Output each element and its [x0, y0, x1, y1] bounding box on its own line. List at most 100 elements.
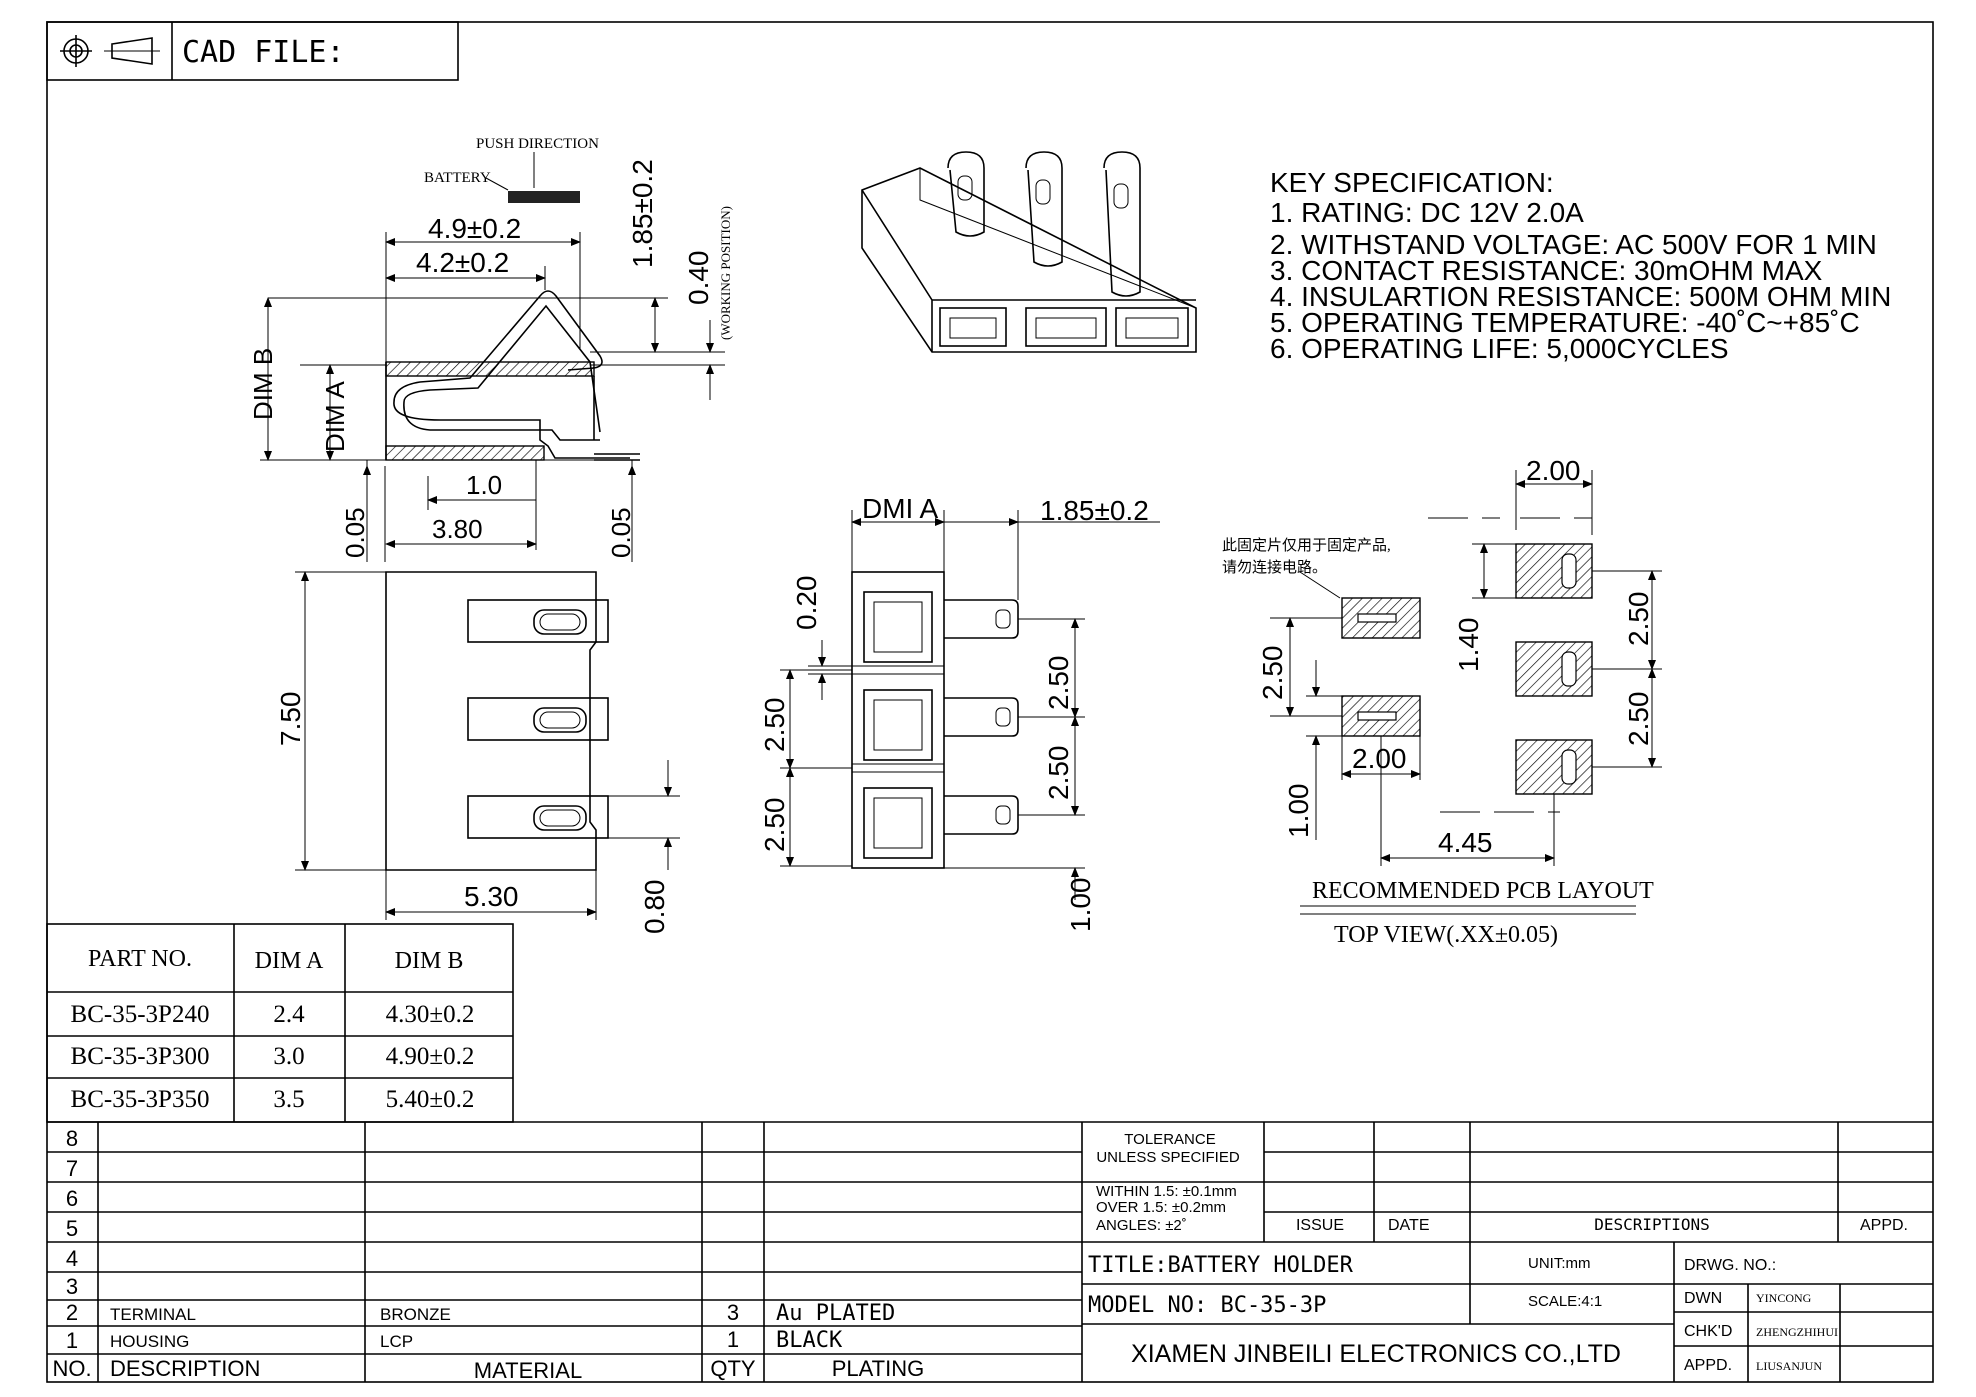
bom-row-number-4: 4 [66, 1246, 78, 1271]
pcb-caption: RECOMMENDED PCB LAYOUT [1312, 878, 1654, 904]
part-row-1-dim-b: 4.30±0.2 [386, 1001, 475, 1028]
bom-row-number-8: 8 [66, 1126, 78, 1151]
bom-table: 8 7 6 5 4 3 2 1 TERMINAL BRONZE 3 Au PLA… [47, 1121, 1933, 1383]
dim-2.50-left-1: 2.50 [759, 698, 790, 753]
drawing-number-label: DRWG. NO.: [1684, 1257, 1776, 1274]
iso-contact-1 [947, 151, 985, 237]
working-position-label: (WORKING POSITION) [718, 206, 733, 340]
front-view: DMI A 1.85±0.2 0.20 2.50 2.50 2.50 2.50 … [759, 493, 1160, 932]
bom-footer-material: MATERIAL [474, 1358, 582, 1383]
housing-bottom-wall [385, 445, 545, 461]
bom-row-number-5: 5 [66, 1216, 78, 1241]
tolerance-within: WITHIN 1.5: ±0.1mm [1096, 1183, 1237, 1200]
unless-specified-label: UNLESS SPECIFIED [1096, 1149, 1240, 1166]
tolerance-angles: ANGLES: ±2˚ [1096, 1217, 1187, 1234]
dim-7.50: 7.50 [275, 692, 306, 747]
sheet-border [46, 21, 1934, 1383]
descriptions-header: DESCRIPTIONS [1594, 1215, 1710, 1234]
date-header: DATE [1388, 1217, 1429, 1234]
part-row-3-dim-a: 3.5 [273, 1086, 304, 1113]
bom-item-1-description: HOUSING [110, 1332, 189, 1351]
dim-1.00-front: 1.00 [1065, 878, 1096, 933]
dim-1.85-front: 1.85±0.2 [1040, 495, 1149, 526]
pcb-note-line-2: 请勿连接电路。 [1222, 559, 1327, 576]
chkd-name: ZHENGZHIHUI [1756, 1325, 1838, 1339]
dim-0.80: 0.80 [639, 880, 670, 935]
bom-row-number-3: 3 [66, 1274, 78, 1299]
push-direction-label: PUSH DIRECTION [476, 136, 599, 152]
part-table-header-part-no: PART NO. [88, 946, 192, 972]
bom-footer-description: DESCRIPTION [110, 1356, 260, 1381]
housing-outline [385, 571, 597, 871]
pcb-pad-3 [1515, 739, 1593, 795]
part-row-2-dim-a: 3.0 [273, 1043, 304, 1070]
dim-2.50-right-2: 2.50 [1043, 746, 1074, 801]
bom-footer-qty: QTY [710, 1356, 756, 1381]
pcb-dim-2.00-mid: 2.00 [1352, 743, 1407, 774]
bom-item-1-material: LCP [380, 1332, 413, 1351]
unit-label: UNIT:mm [1528, 1255, 1591, 1272]
pcb-view-label: TOP VIEW(.XX±0.05) [1334, 922, 1558, 948]
bom-item-2-plating: Au PLATED [776, 1301, 895, 1326]
part-row-1-no: BC-35-3P240 [71, 1001, 210, 1028]
iso-contact-3 [1103, 151, 1141, 297]
dwn-name: YINCONG [1756, 1291, 1812, 1305]
tolerance-label: TOLERANCE [1124, 1131, 1215, 1148]
bom-row-number-2: 2 [66, 1300, 78, 1325]
isometric-view [861, 151, 1197, 353]
spring-contact-outer [393, 290, 630, 459]
pcb-layout: 此固定片仅用于固定产品, 请勿连接电路。 2.00 1.40 2.50 [1222, 455, 1662, 948]
dim-4.2: 4.2±0.2 [416, 247, 509, 278]
bottom-view: 7.50 5.30 0.80 [275, 571, 680, 935]
spec-item-2: 2. WITHSTAND VOLTAGE: AC 500V FOR 1 MIN [1270, 229, 1877, 260]
part-table: PART NO. DIM A DIM B BC-35-3P240 2.4 4.3… [46, 923, 514, 1123]
pcb-dim-2.50-right-1: 2.50 [1623, 592, 1654, 647]
part-table-header-dim-b: DIM B [395, 948, 464, 974]
dim-4.9: 4.9±0.2 [428, 213, 521, 244]
terminal-2 [467, 697, 609, 741]
key-specification: KEY SPECIFICATION: 1. RATING: DC 12V 2.0… [1270, 167, 1891, 364]
company-name: XIAMEN JINBEILI ELECTRONICS CO.,LTD [1131, 1340, 1621, 1368]
pcb-dim-2.00-top: 2.00 [1526, 455, 1581, 486]
pcb-note-line-1: 此固定片仅用于固定产品, [1222, 537, 1391, 554]
bom-footer-no: NO. [52, 1356, 91, 1381]
part-row-3-no: BC-35-3P350 [71, 1086, 210, 1113]
dim-b-label: DIM B [248, 348, 278, 420]
pcb-dim-1.00: 1.00 [1283, 784, 1314, 839]
bom-item-2-material: BRONZE [380, 1305, 451, 1324]
dim-0.05-right: 0.05 [606, 507, 636, 558]
bom-footer-plating: PLATING [832, 1356, 925, 1381]
battery-label: BATTERY [424, 170, 491, 186]
bom-row-number-1: 1 [66, 1328, 78, 1353]
tolerance-over: OVER 1.5: ±0.2mm [1096, 1199, 1226, 1216]
appd-header: APPD. [1860, 1217, 1908, 1234]
issue-header: ISSUE [1296, 1217, 1344, 1234]
spec-item-5: 5. OPERATING TEMPERATURE: -40˚C~+85˚C [1270, 307, 1860, 338]
title-block: TOLERANCE UNLESS SPECIFIED WITHIN 1.5: ±… [1082, 1122, 1933, 1382]
dmi-a-label: DMI A [862, 493, 939, 524]
bom-item-1-plating: BLACK [776, 1328, 843, 1353]
dim-3.80: 3.80 [432, 514, 483, 544]
dim-1.85: 1.85±0.2 [627, 159, 658, 268]
projection-icon [104, 37, 160, 65]
part-row-1-dim-a: 2.4 [273, 1001, 305, 1028]
bom-row-number-6: 6 [66, 1186, 78, 1211]
model-number: MODEL NO: BC-35-3P [1088, 1293, 1326, 1318]
crosshair-icon [60, 35, 92, 67]
pcb-pad-1 [1515, 543, 1593, 599]
terminal-1 [467, 599, 609, 643]
dim-0.40: 0.40 [683, 251, 714, 306]
pcb-dim-1.40: 1.40 [1453, 618, 1484, 673]
bom-item-2-qty: 3 [727, 1300, 739, 1325]
scale-label: SCALE:4:1 [1528, 1293, 1602, 1310]
dwn-label: DWN [1684, 1290, 1722, 1307]
drawing-title: TITLE:BATTERY HOLDER [1088, 1253, 1354, 1278]
side-view: PUSH DIRECTION BATTERY 4.9±0.2 4.2±0.2 1… [248, 136, 733, 562]
dim-a-label: DIM A [320, 381, 350, 452]
part-row-2-no: BC-35-3P300 [71, 1043, 210, 1070]
pcb-pad-2 [1515, 641, 1593, 697]
front-housing [851, 571, 945, 869]
chkd-label: CHK'D [1684, 1323, 1732, 1340]
